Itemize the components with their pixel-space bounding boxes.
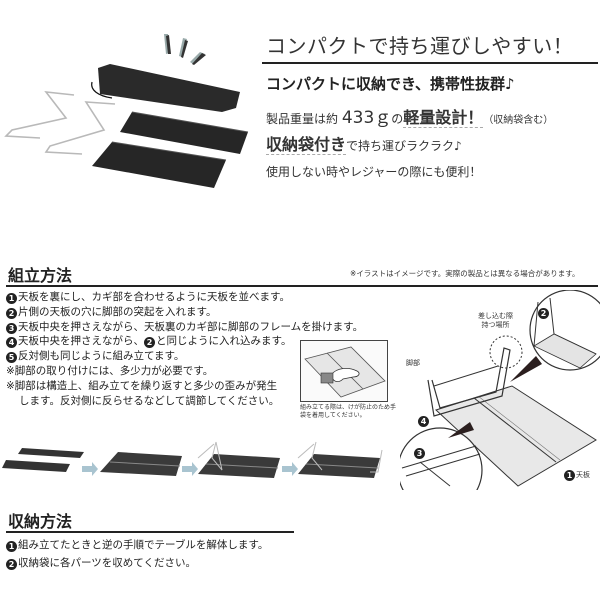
step-text: 反対側も同じように組み立てます。 <box>18 350 185 363</box>
step-text: 収納袋に各パーツを収めてください。 <box>18 557 196 569</box>
callout-number-4-icon: 4 <box>418 416 429 427</box>
illustration-disclaimer: ※イラストはイメージです。実際の製品とは異なる場合があります。 <box>350 269 580 278</box>
arrow-right-icon <box>82 462 98 476</box>
callout-number-3-icon: 3 <box>414 448 425 459</box>
arrow-right-icon <box>282 462 298 476</box>
sequence-step-2-icon <box>100 452 182 476</box>
step-number-4-icon: 4 <box>6 337 17 349</box>
step-ref-2-icon: 2 <box>144 337 155 349</box>
step-text: 組み立てたときと逆の手順でテーブルを解体します。 <box>18 539 269 551</box>
feature-weight: 製品重量は約 433ｇの軽量設計！（収納袋含む） <box>266 103 553 128</box>
feature-bag: 収納袋付きで持ち運びラクラク♪ <box>266 131 462 155</box>
step-number-2-icon: 2 <box>6 307 17 319</box>
sequence-step-3-icon <box>197 441 280 478</box>
assembly-note-2: ※脚部は構造上、組み立てを繰り返すと多少の歪みが発生 <box>6 379 278 392</box>
glove-warning-caption: 組み立てる際は、けが防止のため手袋を着用してください。 <box>300 404 397 419</box>
assembly-title: 組立方法 <box>8 266 73 285</box>
callout-3-badge: 3 <box>414 440 426 459</box>
step-text: 天板中央を押さえながら、天板裏のカギ部に脚部のフレームを掛けます。 <box>18 320 364 333</box>
headline-divider <box>262 62 598 64</box>
sequence-step-4-icon <box>297 441 383 478</box>
feature-compact: コンパクトに収納でき、携帯性抜群♪ <box>266 75 515 93</box>
weight-value: 433ｇ <box>341 108 392 128</box>
leg-frame-icon <box>4 91 116 155</box>
callout-2-badge: 2 <box>538 300 550 319</box>
step-number-3-icon: 3 <box>6 322 17 334</box>
step-text: 天板中央を押さえながら、 <box>18 335 144 348</box>
insert-point-marker <box>489 335 523 369</box>
tabletop-label-text: 天板 <box>576 471 590 479</box>
step-number-5-icon: 5 <box>6 352 17 364</box>
assembly-sequence <box>0 440 395 488</box>
weight-note: （収納袋含む） <box>483 115 554 126</box>
storage-title: 収納方法 <box>8 512 73 531</box>
bag-description: で持ち運びラクラク♪ <box>346 139 462 153</box>
weight-connector: の <box>391 112 404 126</box>
assembly-note-1: ※脚部の取り付けには、多少力が必要です。 <box>6 364 214 377</box>
storage-bag-icon <box>91 64 240 112</box>
assembly-note-2-cont: します。反対側に反らせるなどして調節してください。 <box>19 394 280 407</box>
step-number-1-icon: 1 <box>6 293 17 304</box>
callout-number-1-icon: 1 <box>564 470 575 481</box>
step-text: と同じように入れ込みます。 <box>156 335 292 348</box>
assembly-divider <box>6 285 598 287</box>
sequence-step-1-icon <box>2 448 84 472</box>
callout-number-2-icon: 2 <box>538 308 549 319</box>
insert-point-label: 差し込む際 持つ場所 <box>478 312 513 329</box>
headline: コンパクトで持ち運びしやすい！ <box>266 34 574 58</box>
weight-label: 製品重量は約 <box>266 112 342 126</box>
storage-divider <box>6 531 294 533</box>
feature-leisure: 使用しない時やレジャーの際にも便利！ <box>266 165 482 179</box>
step-text: 天板を裏にし、カギ部を合わせるように天板を並べます。 <box>18 291 290 303</box>
pegs-icon <box>164 34 206 65</box>
lightweight-emphasis: 軽量設計！ <box>403 108 484 128</box>
step-number-1-icon: 1 <box>6 541 17 552</box>
gloved-hand-icon <box>330 367 360 383</box>
tabletop-panel-icon <box>92 111 249 188</box>
step-text: 片側の天板の穴に脚部の突起を入れます。 <box>18 305 217 318</box>
arrow-right-icon <box>182 462 198 476</box>
bag-emphasis: 収納袋付き <box>266 135 347 155</box>
step-number-2-icon: 2 <box>6 559 17 570</box>
glove-warning-illustration <box>300 340 388 402</box>
callout-4-badge: 4 <box>418 408 430 427</box>
product-photo <box>0 20 260 195</box>
legs-label: 脚部 <box>406 359 420 367</box>
